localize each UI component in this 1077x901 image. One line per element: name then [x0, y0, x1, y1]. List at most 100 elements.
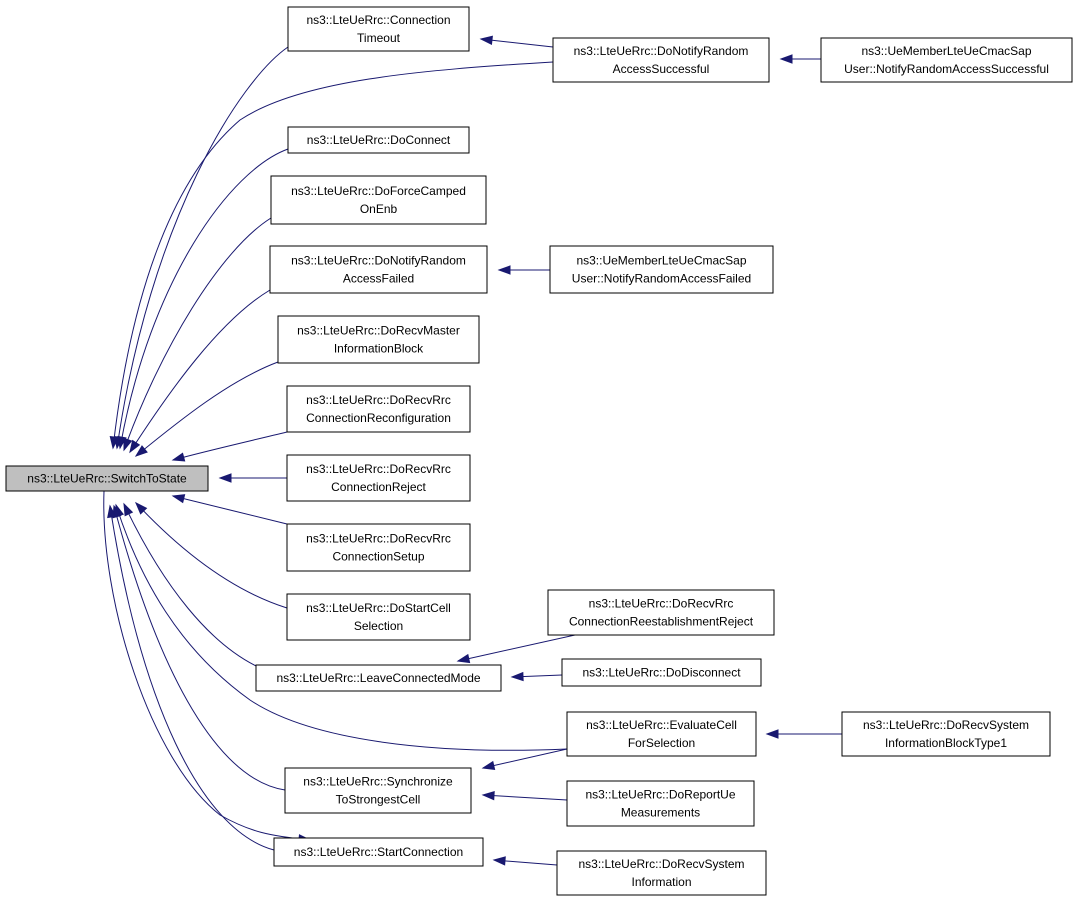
- edge-doRecvMIB-to-switch: [134, 361, 279, 457]
- edge-cmacNotifyRAF-to-doNotifyRAF: [497, 265, 550, 275]
- edges-layer: [103, 35, 842, 866]
- edge-line: [119, 148, 289, 449]
- node-doRecvRrcReconf[interactable]: ns3::LteUeRrc::DoRecvRrcConnectionReconf…: [286, 385, 471, 433]
- edge-doRecvRrcReject-to-switch: [218, 473, 287, 483]
- node-doNotifyRAS[interactable]: ns3::LteUeRrc::DoNotifyRandomAccessSucce…: [552, 37, 770, 83]
- node-switch[interactable]: ns3::LteUeRrc::SwitchToState: [5, 465, 209, 492]
- edge-leaveConnected-to-switch: [123, 502, 271, 673]
- edge-doNotifyRAF-to-switch: [129, 289, 271, 454]
- node-cmacNotifyRAF[interactable]: ns3::UeMemberLteUeCmacSapUser::NotifyRan…: [549, 245, 774, 294]
- edge-doReportUe-to-syncStrongest: [481, 790, 568, 801]
- edge-doDisconnect-to-leaveConnected: [510, 671, 563, 682]
- arrowhead: [123, 437, 133, 452]
- node-label-line: ForSelection: [628, 736, 695, 750]
- node-box: [273, 837, 484, 867]
- arrowhead: [510, 671, 524, 682]
- arrowhead: [481, 760, 496, 771]
- node-startConnection[interactable]: ns3::LteUeRrc::StartConnection: [273, 837, 484, 867]
- node-doRecvMIB[interactable]: ns3::LteUeRrc::DoRecvMasterInformationBl…: [277, 315, 480, 364]
- edge-line: [103, 490, 311, 841]
- node-box: [286, 523, 471, 572]
- edge-line: [115, 504, 568, 751]
- node-label-line: ns3::LteUeRrc::DoNotifyRandom: [291, 254, 466, 268]
- node-label-line: ns3::LteUeRrc::SwitchToState: [27, 472, 187, 486]
- node-box: [286, 593, 471, 641]
- node-label-line: ns3::LteUeRrc::DoForceCamped: [291, 184, 466, 198]
- node-box: [277, 315, 480, 364]
- arrowhead: [479, 35, 493, 45]
- edge-line: [123, 217, 272, 451]
- arrowhead: [135, 501, 148, 515]
- node-doDisconnect[interactable]: ns3::LteUeRrc::DoDisconnect: [561, 658, 762, 687]
- arrowhead: [497, 265, 511, 275]
- arrowhead: [779, 54, 793, 64]
- node-doNotifyRAF[interactable]: ns3::LteUeRrc::DoNotifyRandomAccessFaile…: [269, 245, 488, 294]
- edge-doConnect-to-switch: [117, 148, 289, 450]
- node-doRecvSIB1[interactable]: ns3::LteUeRrc::DoRecvSystemInformationBl…: [841, 711, 1051, 757]
- arrowhead: [765, 729, 779, 739]
- node-box: [552, 37, 770, 83]
- edge-line: [116, 46, 289, 449]
- edge-doRecvRrcReconf-to-switch: [171, 431, 288, 462]
- nodes-layer: ns3::LteUeRrc::SwitchToStatens3::LteUeRr…: [5, 6, 1073, 896]
- edge-line: [109, 505, 275, 851]
- node-label-line: ns3::LteUeRrc::DoReportUe: [585, 788, 735, 802]
- node-box: [820, 37, 1073, 83]
- edge-doForceCamped-to-switch: [123, 217, 272, 452]
- edge-evaluateCell-to-syncStrongest: [481, 748, 568, 771]
- node-label-line: ns3::LteUeRrc::LeaveConnectedMode: [276, 671, 480, 685]
- node-box: [566, 780, 755, 827]
- node-label-line: InformationBlockType1: [885, 736, 1007, 750]
- node-label-line: User::NotifyRandomAccessFailed: [572, 272, 751, 286]
- edge-line: [172, 495, 288, 525]
- node-box: [841, 711, 1051, 757]
- node-label-line: ns3::LteUeRrc::DoStartCell: [306, 601, 451, 615]
- edge-doRecvRrcSetup-to-switch: [171, 494, 288, 525]
- node-box: [286, 454, 471, 502]
- node-label-line: Information: [631, 875, 691, 889]
- edge-connTimeout-to-switch: [113, 46, 289, 450]
- node-box: [566, 711, 757, 757]
- edge-syncStrongest-to-switch: [112, 504, 286, 791]
- node-box: [547, 589, 775, 636]
- edge-cmacNotifyRAS-to-doNotifyRAS: [779, 54, 821, 64]
- edge-line: [482, 748, 568, 769]
- node-doRecvRrcReestReject[interactable]: ns3::LteUeRrc::DoRecvRrcConnectionReesta…: [547, 589, 775, 636]
- node-syncStrongest[interactable]: ns3::LteUeRrc::SynchronizeToStrongestCel…: [284, 767, 472, 814]
- node-box: [549, 245, 774, 294]
- node-box: [284, 767, 472, 814]
- node-label-line: InformationBlock: [334, 342, 424, 356]
- edge-doRecvSI-to-startConnection: [492, 856, 558, 866]
- arrowhead: [134, 445, 148, 457]
- node-box: [286, 385, 471, 433]
- edge-line: [123, 503, 271, 673]
- node-label-line: ns3::LteUeRrc::Synchronize: [303, 775, 453, 789]
- node-cmacNotifyRAS[interactable]: ns3::UeMemberLteUeCmacSapUser::NotifyRan…: [820, 37, 1073, 83]
- node-doConnect[interactable]: ns3::LteUeRrc::DoConnect: [287, 126, 470, 154]
- node-box: [5, 465, 209, 492]
- node-label-line: ns3::LteUeRrc::DoRecvMaster: [297, 324, 460, 338]
- node-label-line: ConnectionReconfiguration: [306, 411, 451, 425]
- node-label-line: Selection: [354, 619, 403, 633]
- node-box: [561, 658, 762, 687]
- arrowhead: [107, 504, 117, 519]
- arrowhead: [492, 856, 506, 866]
- node-leaveConnected[interactable]: ns3::LteUeRrc::LeaveConnectedMode: [255, 664, 502, 692]
- edge-line: [480, 38, 554, 48]
- arrowhead: [109, 436, 119, 450]
- node-label-line: ns3::LteUeRrc::DoDisconnect: [582, 666, 741, 680]
- node-label-line: ConnectionSetup: [332, 550, 424, 564]
- edge-doRecvSIB1-to-evaluateCell: [765, 729, 842, 739]
- node-label-line: ns3::LteUeRrc::DoRecvRrc: [306, 462, 451, 476]
- node-label-line: OnEnb: [360, 202, 398, 216]
- node-label-line: ToStrongestCell: [336, 793, 421, 807]
- node-box: [556, 850, 767, 896]
